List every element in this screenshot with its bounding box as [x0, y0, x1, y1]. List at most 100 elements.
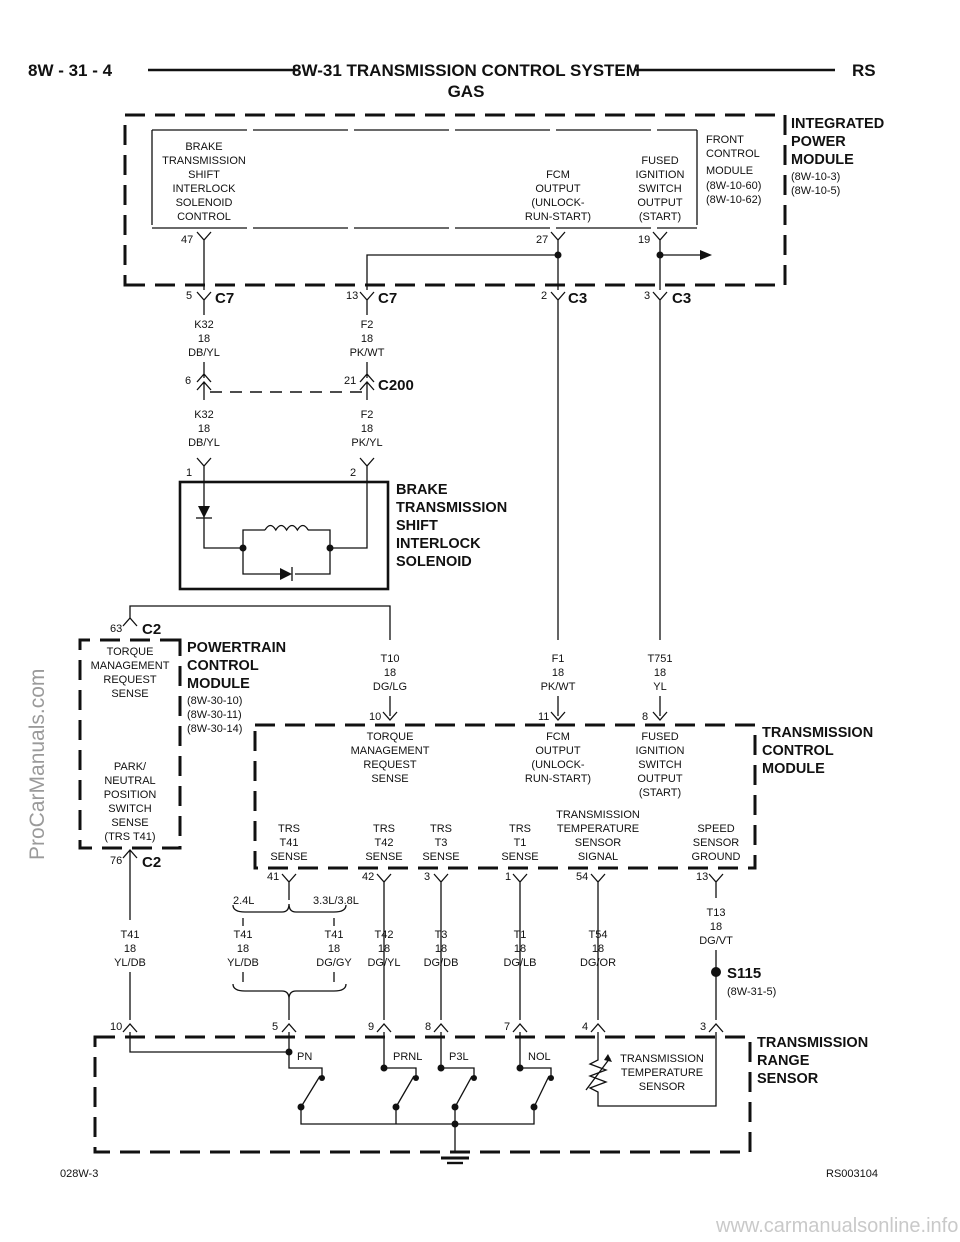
label-line: SENSOR	[693, 837, 740, 849]
wire-label-t751: T751 18 YL	[647, 653, 672, 693]
ref-text: (8W-30-11)	[187, 709, 242, 721]
label-line: OUTPUT	[535, 183, 581, 195]
label-line: TORQUE	[367, 731, 414, 743]
connector-name: C7	[215, 290, 234, 307]
label-line: BRAKE	[185, 141, 222, 153]
footer-site-link[interactable]: www.carmanualsonline.info	[715, 1215, 958, 1237]
label-line: (TRS T41)	[104, 831, 155, 843]
connector-c3-b: 3 C3	[644, 290, 691, 307]
label-line: CONTROL	[177, 211, 231, 223]
component-title: SOLENOID	[396, 554, 472, 570]
wire-code: F1	[552, 653, 565, 665]
label-line: POSITION	[104, 789, 157, 801]
wire-color: PK/WT	[350, 347, 385, 359]
component-title: SHIFT	[396, 518, 438, 534]
label-line: FRONT	[706, 134, 744, 146]
wire-color: DG/LB	[503, 957, 536, 969]
ref-text: (8W-30-14)	[187, 723, 242, 735]
pin-number: 19	[638, 234, 650, 246]
label-line: SPEED	[697, 823, 734, 835]
wire-code: T751	[647, 653, 672, 665]
label-line: SENSE	[422, 851, 459, 863]
component-title: POWERTRAIN	[187, 640, 286, 656]
wire-label-t10: T10 18 DG/LG	[373, 653, 407, 693]
connector-c200-symbols	[196, 362, 375, 400]
wire-code: T13	[707, 907, 726, 919]
label-line: NEUTRAL	[104, 775, 155, 787]
wire-code: T10	[381, 653, 400, 665]
wire-gauge: 18	[378, 943, 390, 955]
label-line: (8W-10-62)	[706, 194, 761, 206]
wire-gauge: 18	[124, 943, 136, 955]
label-line: MODULE	[706, 165, 753, 177]
component-title: CONTROL	[762, 743, 834, 759]
footer-left-code: 028W-3	[60, 1168, 98, 1180]
label-line: IGNITION	[636, 745, 685, 757]
wire-code: T3	[435, 929, 448, 941]
label-line: TEMPERATURE	[621, 1067, 703, 1079]
ref-text: (8W-30-10)	[187, 695, 242, 707]
arrow-icon	[700, 250, 712, 260]
wire-color: PK/YL	[351, 437, 382, 449]
label-line: T1	[514, 837, 527, 849]
label-line: INTERLOCK	[173, 183, 237, 195]
wire-color: DB/YL	[188, 347, 220, 359]
pin-number: 5	[272, 1021, 278, 1033]
front-control-module-label: FRONT CONTROL MODULE (8W-10-60) (8W-10-6…	[706, 134, 761, 206]
ipm-title-line: INTEGRATED	[791, 116, 884, 132]
pin-number: 13	[346, 290, 358, 302]
ground-icon	[441, 1156, 469, 1165]
switch-label: P3L	[449, 1051, 469, 1063]
label-line: SENSE	[501, 851, 538, 863]
wire-color: DG/GY	[316, 957, 352, 969]
connector-c200: 6 21 C200	[185, 375, 414, 394]
ipm-title-line: POWER	[791, 134, 846, 150]
label-line: TORQUE	[107, 646, 154, 658]
trs-temp-sensor-label: TRANSMISSION TEMPERATURE SENSOR	[620, 1053, 704, 1093]
header-subtitle: GAS	[448, 82, 485, 101]
wire-gauge: 18	[198, 333, 210, 345]
component-title: BRAKE	[396, 482, 448, 498]
wire-gauge: 18	[384, 667, 396, 679]
pin-number: 5	[186, 290, 192, 302]
label-line: OUTPUT	[637, 773, 683, 785]
connector-c7-b: 13 C7	[346, 290, 397, 307]
wire-color: YL	[653, 681, 666, 693]
label-line: TRANSMISSION	[620, 1053, 704, 1065]
wire-gauge: 18	[592, 943, 604, 955]
label-line: SOLENOID	[176, 197, 233, 209]
connector-c3-a: 2 C3	[541, 290, 587, 307]
page-header: 8W - 31 - 4 8W-31 TRANSMISSION CONTROL S…	[28, 61, 876, 101]
wire-color: YL/DB	[114, 957, 146, 969]
label-line: SENSE	[371, 773, 408, 785]
wire-code: K32	[194, 409, 214, 421]
pin-number: 13	[696, 871, 708, 883]
switch-label: PN	[297, 1051, 312, 1063]
label-line: TRANSMISSION	[556, 809, 640, 821]
wire-code: T1	[514, 929, 527, 941]
connector-name: C2	[142, 854, 161, 871]
pin-number: 7	[504, 1021, 510, 1033]
wire-code: F2	[361, 319, 374, 331]
diode-icon	[198, 506, 210, 518]
pin-number: 9	[368, 1021, 374, 1033]
connector-name: C2	[142, 621, 161, 638]
pin-number: 6	[185, 375, 191, 387]
wire-label-k32-upper: K32 18 DB/YL	[188, 319, 220, 359]
label-line: TRS	[278, 823, 300, 835]
label-line: FUSED	[641, 731, 678, 743]
wire-code: T54	[589, 929, 608, 941]
label-line: GROUND	[692, 851, 741, 863]
pin-number: 63	[110, 623, 122, 635]
ipm-brake-label: BRAKE TRANSMISSION SHIFT INTERLOCK SOLEN…	[162, 141, 246, 223]
pin-number: 4	[582, 1021, 588, 1033]
label-line: SENSOR	[575, 837, 622, 849]
wire-code: T42	[375, 929, 394, 941]
pin-number: 8	[642, 711, 648, 723]
switch-label: NOL	[528, 1051, 551, 1063]
label-line: SENSE	[111, 817, 148, 829]
transmission-range-sensor: TRANSMISSION RANGE SENSOR	[93, 1032, 868, 1165]
splice-dot	[554, 251, 562, 259]
splice-dot	[656, 251, 664, 259]
